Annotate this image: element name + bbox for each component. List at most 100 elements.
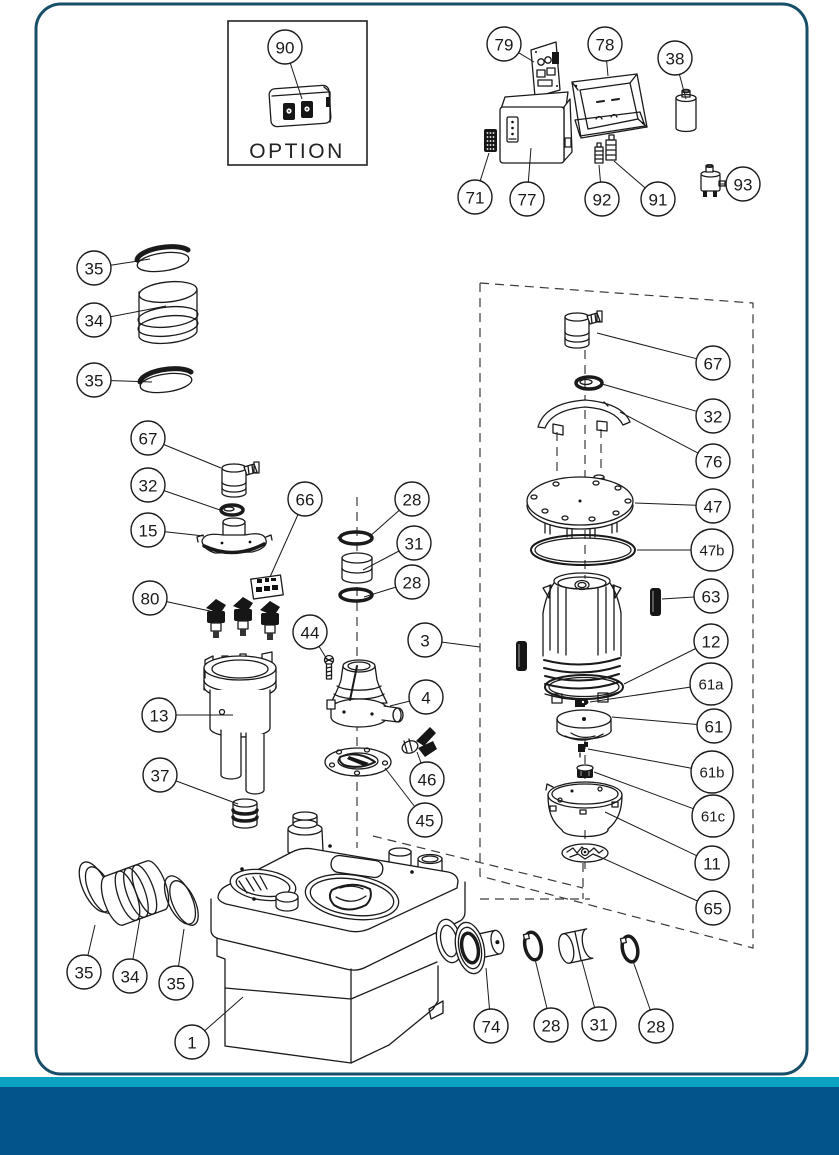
callout-61b: 61b xyxy=(587,748,734,794)
callout-leader-line xyxy=(593,771,694,810)
rubber-sleeve-34-bl xyxy=(100,860,170,926)
remote-control-90 xyxy=(268,84,332,128)
callout-number: 32 xyxy=(704,408,723,427)
grommet-32-left xyxy=(219,503,245,517)
callout-77: 77 xyxy=(509,147,545,217)
keypad-71 xyxy=(484,129,497,152)
callout-number: 35 xyxy=(85,260,104,279)
callout-28: 28 xyxy=(368,481,430,538)
callout-circle xyxy=(640,181,676,217)
callout-circle xyxy=(267,29,303,65)
callout-66: 66 xyxy=(269,481,323,578)
callout-leader-line xyxy=(596,332,697,360)
callout-circle xyxy=(407,802,443,838)
callout-number: 34 xyxy=(85,312,104,331)
callout-leader-line xyxy=(163,490,221,511)
callout-circle xyxy=(533,1007,569,1043)
callout-leader-line xyxy=(623,648,697,685)
impeller-61 xyxy=(556,709,612,741)
callout-28: 28 xyxy=(632,960,674,1044)
callout-leader-line xyxy=(534,958,548,1009)
callout-67: 67 xyxy=(130,420,222,469)
callout-number: 46 xyxy=(418,771,437,790)
callout-leader-line xyxy=(416,751,422,764)
grommet-32-right xyxy=(574,375,604,391)
hose-sleeve-31-bottom xyxy=(558,928,594,964)
cable-gland-92 xyxy=(594,142,604,164)
cable-terminals-80 xyxy=(206,597,280,640)
callout-leader-line xyxy=(485,967,490,1010)
callout-67: 67 xyxy=(596,332,731,381)
callout-circle xyxy=(76,362,112,398)
cutter-plate-65 xyxy=(561,843,609,863)
callout-circle xyxy=(292,614,328,650)
callout-leader-line xyxy=(613,160,646,189)
callout-circle xyxy=(581,1006,617,1042)
callout-91: 91 xyxy=(613,160,676,217)
o-ring-47b xyxy=(530,534,636,566)
callout-circle xyxy=(130,512,166,548)
callout-circle xyxy=(409,761,445,797)
callout-circle xyxy=(407,622,443,658)
callout-circle xyxy=(486,26,522,62)
callout-circle xyxy=(693,578,729,614)
callout-leader-line xyxy=(110,305,167,318)
callout-leader-line xyxy=(132,917,141,960)
callout-90: 90 xyxy=(267,29,303,100)
callout-12: 12 xyxy=(623,623,729,685)
callout-number: 37 xyxy=(151,767,170,786)
callout-circle xyxy=(130,420,166,456)
option-label: OPTION xyxy=(249,140,345,163)
callout-circle xyxy=(396,525,432,561)
callout-leader-line xyxy=(581,960,596,1008)
callout-37: 37 xyxy=(142,757,239,805)
callout-circle xyxy=(158,965,194,1001)
callout-circle xyxy=(638,1008,674,1044)
callout-32: 32 xyxy=(130,467,221,511)
callout-circle xyxy=(694,845,730,881)
callout-leader-line xyxy=(204,996,244,1032)
callout-number: 61a xyxy=(698,677,724,694)
callout-circle xyxy=(473,1008,509,1044)
callout-leader-line xyxy=(587,748,692,769)
callout-number: 38 xyxy=(666,50,685,69)
callout-13: 13 xyxy=(141,697,233,733)
enclosure-78 xyxy=(571,73,648,139)
callout-number: 67 xyxy=(704,355,723,374)
callout-number: 63 xyxy=(702,588,721,607)
callout-number: 35 xyxy=(167,975,186,994)
volute-bowl-11 xyxy=(545,781,623,838)
callout-leader-line xyxy=(441,641,481,648)
callout-number: 4 xyxy=(421,689,430,708)
callout-92: 92 xyxy=(584,164,620,217)
callout-circle xyxy=(394,481,430,517)
rubber-sleeve-34-top xyxy=(137,280,199,345)
callout-leader-line xyxy=(678,74,687,100)
ring-28-bottom-2 xyxy=(619,934,640,964)
callout-35: 35 xyxy=(76,250,151,286)
callout-leader-line xyxy=(601,383,697,412)
callout-number: 61c xyxy=(701,809,726,826)
callout-31: 31 xyxy=(581,960,617,1042)
callout-number: 76 xyxy=(704,453,723,472)
dashed-assembly-outline xyxy=(372,282,754,949)
callout-circle xyxy=(142,757,178,793)
screw-44 xyxy=(323,654,335,680)
callout-number: 28 xyxy=(542,1017,561,1036)
callout-number: 35 xyxy=(75,964,94,983)
callout-61a: 61a xyxy=(589,662,733,706)
callout-leader-line xyxy=(384,767,415,807)
callout-47: 47 xyxy=(634,488,731,524)
callout-34: 34 xyxy=(112,917,148,994)
callout-number: 34 xyxy=(121,968,140,987)
callout-79: 79 xyxy=(486,26,535,63)
callout-leader-line xyxy=(164,531,205,537)
rubber-pad-63-right xyxy=(650,588,661,616)
label-plate-66 xyxy=(250,574,284,600)
callout-circle xyxy=(112,958,148,994)
callout-93: 93 xyxy=(720,166,761,202)
callout-1: 1 xyxy=(174,996,244,1060)
callout-number: 61 xyxy=(705,718,724,737)
callout-circle xyxy=(689,662,733,706)
